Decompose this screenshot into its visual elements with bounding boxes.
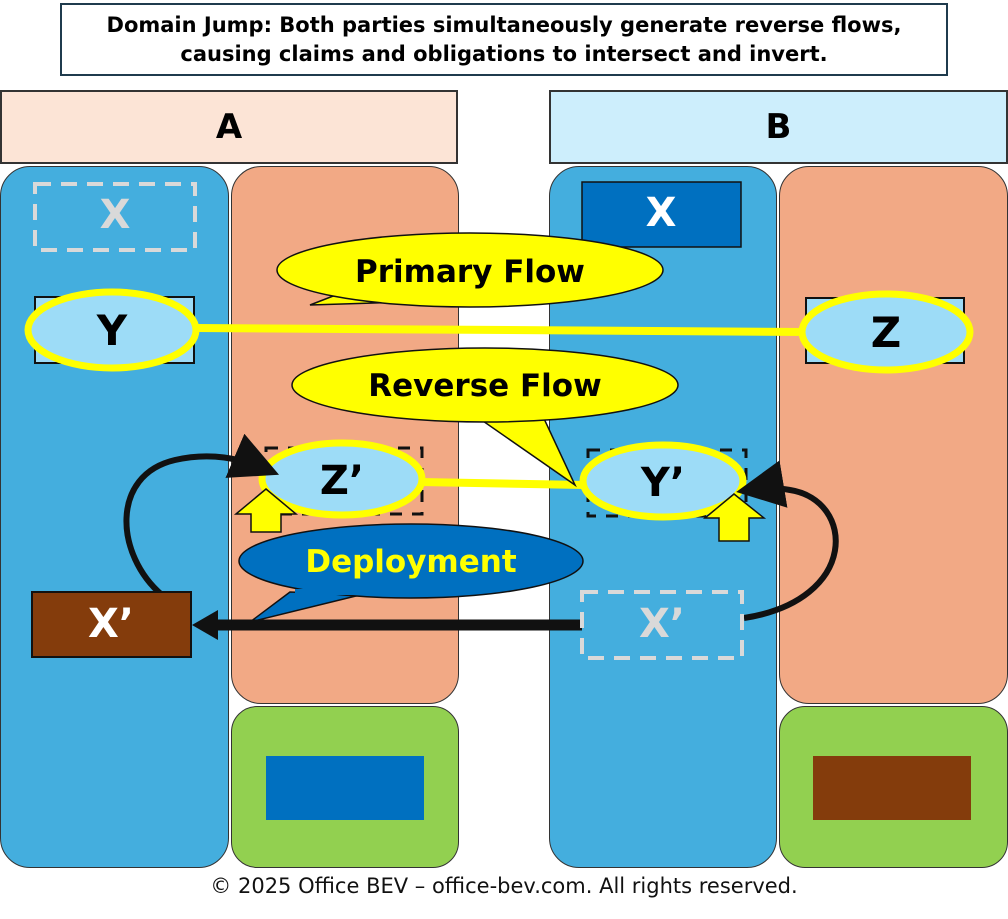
curved-arrow-a xyxy=(123,433,280,598)
y-a-ellipse xyxy=(24,288,200,372)
x-b-box xyxy=(581,181,742,248)
x-prime-b-label: X’ xyxy=(639,601,685,647)
reverse-flow-line xyxy=(419,478,586,489)
brown-asset-block xyxy=(813,756,971,820)
up-arrow-a-icon xyxy=(233,488,299,533)
y-a-label: Y xyxy=(96,306,128,355)
y-prime-b-label: Y’ xyxy=(640,460,685,506)
x-prime-b-dashed-box xyxy=(580,590,744,660)
footer-copyright: © 2025 Office BEV – office-bev.com. All … xyxy=(210,874,798,898)
x-b-label: X xyxy=(646,190,677,236)
deployment-callout-tail xyxy=(249,591,361,623)
deployment-callout xyxy=(238,523,584,599)
party-a-blue-column xyxy=(0,166,229,868)
z-prime-a-ellipse xyxy=(258,439,426,519)
primary-flow-callout-joint xyxy=(329,286,411,296)
party-b-header: B xyxy=(549,90,1008,164)
title-box: Domain Jump: Both parties simultaneously… xyxy=(60,3,948,76)
x-prime-a-box xyxy=(31,591,192,658)
deployment-arrow-head-icon xyxy=(192,610,218,640)
x-a-label: X xyxy=(100,192,131,238)
z-prime-a-label: Z’ xyxy=(320,458,364,504)
z-b-ellipse xyxy=(798,290,974,374)
reverse-flow-text: Reverse Flow xyxy=(368,368,601,404)
party-b-salmon-column xyxy=(779,166,1008,704)
primary-flow-line xyxy=(194,324,809,336)
party-a-label: A xyxy=(215,107,243,147)
x-a-dashed-box xyxy=(33,182,197,252)
x-prime-a-label: X’ xyxy=(88,601,134,647)
party-a-header: A xyxy=(0,90,458,164)
z-b-label: Z xyxy=(871,308,901,357)
curved-arrow-b xyxy=(736,460,839,621)
primary-flow-text: Primary Flow xyxy=(355,254,585,290)
party-b-label: B xyxy=(765,107,792,147)
title-line-1: Domain Jump: Both parties simultaneously… xyxy=(106,12,902,37)
title-line-2: causing claims and obligations to inters… xyxy=(180,41,828,66)
reverse-flow-callout xyxy=(291,347,679,423)
blue-asset-block xyxy=(266,756,424,820)
deployment-text: Deployment xyxy=(305,544,516,580)
